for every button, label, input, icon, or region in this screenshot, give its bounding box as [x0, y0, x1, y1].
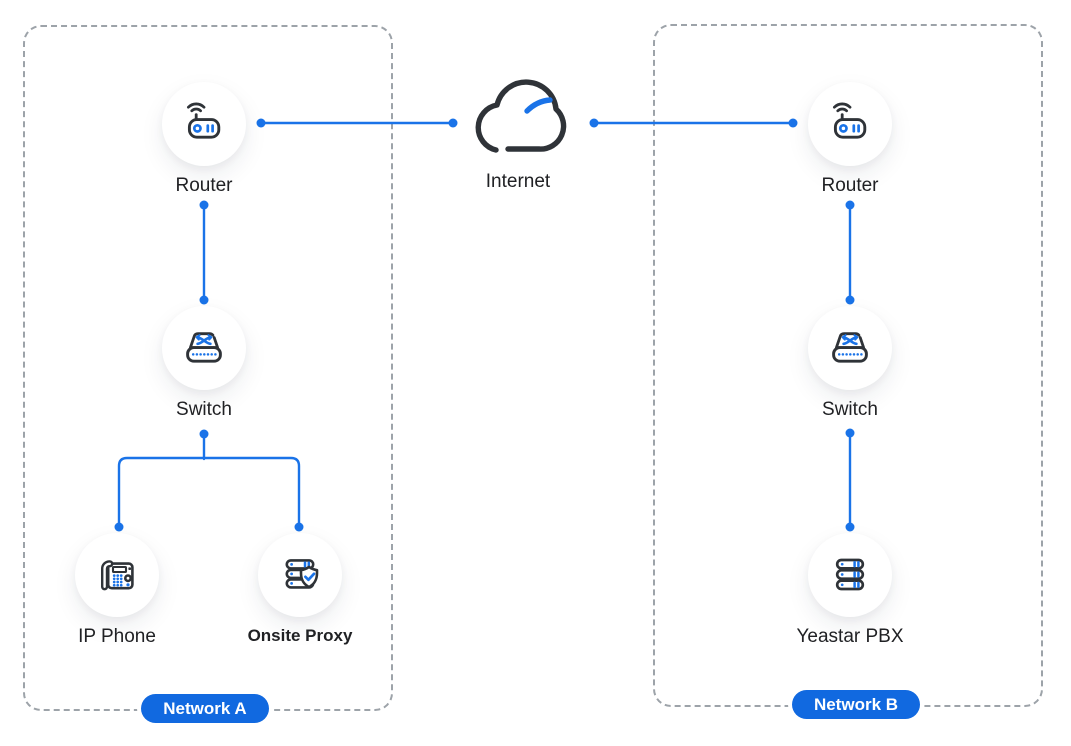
switch-icon: [186, 332, 222, 363]
yeastar-pbx-label: Yeastar PBX: [796, 626, 904, 647]
node-router-a: Router: [162, 82, 246, 196]
router-icon: [187, 102, 221, 139]
switch-b-label: Switch: [822, 399, 878, 420]
internet-cloud-icon: [475, 79, 567, 153]
onsite-proxy-label: Onsite Proxy: [247, 626, 353, 645]
node-switch-b: Switch: [808, 306, 892, 420]
node-router-b: Router: [808, 82, 892, 196]
router-a-label: Router: [175, 175, 233, 196]
node-ip-phone: IP Phone: [75, 533, 159, 647]
switch-a-label: Switch: [176, 399, 232, 420]
node-yeastar-pbx: Yeastar PBX: [796, 533, 904, 647]
pbx-server-icon: [835, 558, 865, 591]
internet-label: Internet: [485, 171, 551, 192]
router-icon: [833, 102, 867, 139]
ip-phone-icon: [101, 560, 134, 591]
onsite-proxy-icon: [285, 559, 319, 589]
node-switch-a: Switch: [162, 306, 246, 420]
node-onsite-proxy: Onsite Proxy: [248, 533, 352, 645]
node-internet: Internet: [453, 61, 583, 192]
switch-icon: [832, 332, 868, 363]
network-a-badge: Network A: [141, 694, 269, 723]
network-b-badge: Network B: [792, 690, 920, 719]
router-b-label: Router: [821, 175, 879, 196]
ip-phone-label: IP Phone: [78, 626, 156, 647]
